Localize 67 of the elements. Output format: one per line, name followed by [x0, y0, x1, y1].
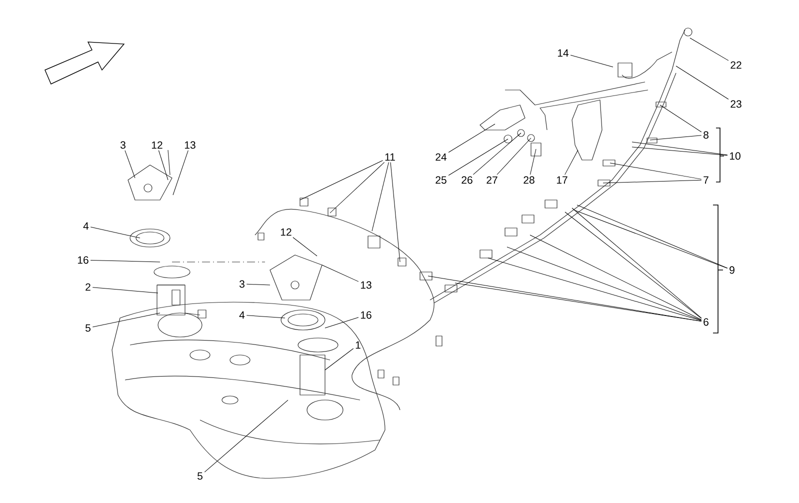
leader-line — [92, 312, 160, 328]
callout-number: 2 — [86, 283, 90, 291]
callout-number: 12 — [152, 141, 162, 149]
leader-line — [530, 234, 702, 320]
leader-line — [650, 135, 702, 140]
leader-line — [632, 142, 728, 156]
callout-number: 11 — [385, 153, 395, 161]
callout-number: 3 — [120, 141, 126, 149]
leader-line — [530, 148, 536, 175]
leader-line — [448, 124, 496, 153]
leader-line — [90, 226, 140, 238]
leader-line — [246, 284, 270, 286]
leader-line — [246, 315, 286, 318]
callout-number: 22 — [730, 61, 742, 69]
callout-number: 4 — [83, 222, 89, 230]
callout-number: 4 — [239, 311, 245, 319]
leader-line — [204, 400, 288, 472]
leader-line — [660, 104, 702, 132]
callout-number: 12 — [280, 228, 292, 236]
leader-line — [488, 258, 702, 321]
callout-number: 3 — [239, 280, 244, 288]
leader-line — [330, 162, 385, 214]
callout-number: 17 — [556, 176, 568, 184]
leader-line — [632, 146, 728, 156]
leader-line — [324, 317, 359, 328]
callout-number: 13 — [184, 141, 196, 149]
leader-line — [124, 150, 136, 178]
leader-line — [172, 150, 188, 196]
leader-line — [90, 260, 160, 262]
callout-number: 23 — [730, 100, 742, 108]
callout-number: 13 — [360, 281, 372, 289]
leader-line — [690, 38, 729, 61]
callout-number: 10 — [730, 152, 740, 160]
callout-number: 9 — [730, 266, 734, 274]
leader-line — [428, 276, 702, 322]
callout-number: 6 — [704, 318, 708, 326]
callout-number: 28 — [524, 176, 534, 184]
callout-number: 16 — [360, 311, 372, 319]
leader-line — [564, 150, 578, 175]
leader-line — [676, 66, 729, 100]
callout-number: 8 — [704, 131, 708, 139]
leader-line — [92, 287, 158, 294]
callout-number: 25 — [436, 176, 446, 184]
callout-number: 5 — [198, 472, 202, 480]
callout-number: 7 — [704, 176, 708, 184]
callout-number: 16 — [78, 256, 88, 264]
leader-line — [448, 138, 508, 176]
callout-number: 1 — [356, 341, 360, 349]
leader-line — [472, 132, 522, 175]
leader-line — [292, 237, 318, 256]
leader-line — [570, 54, 614, 68]
leader-line — [454, 282, 702, 322]
leader-line — [322, 264, 359, 282]
leader-line — [496, 138, 532, 175]
leader-line — [390, 162, 400, 262]
leader-line — [158, 150, 168, 180]
callout-number: 14 — [558, 49, 569, 57]
leader-line — [324, 348, 354, 370]
leader-line — [300, 160, 384, 200]
callout-number: 26 — [462, 176, 472, 184]
callout-number: 5 — [86, 324, 90, 332]
leader-line — [506, 246, 702, 321]
leader-line — [602, 180, 702, 184]
callout-number: 27 — [486, 176, 498, 184]
leader-line — [372, 162, 389, 232]
leader-line — [610, 162, 702, 180]
callout-number: 24 — [436, 153, 447, 161]
